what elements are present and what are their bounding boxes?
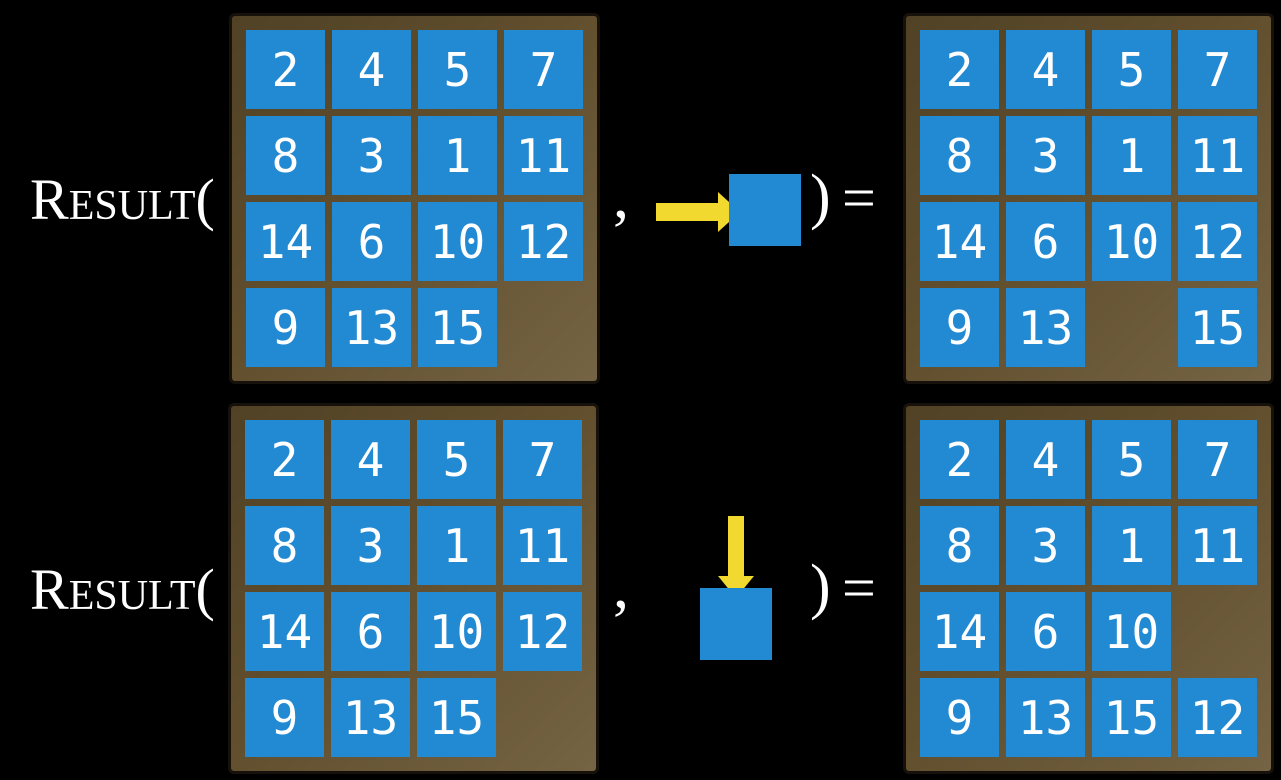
puzzle-tile-12: 12 <box>1178 678 1257 757</box>
puzzle-tile-5: 5 <box>417 420 496 499</box>
puzzle-tile-9: 9 <box>245 678 324 757</box>
comma-separator: , <box>613 550 629 621</box>
puzzle-tile-5: 5 <box>1092 30 1171 109</box>
moved-tile-square <box>729 174 801 246</box>
puzzle-tile-11: 11 <box>1178 116 1257 195</box>
result-function-label: RESULT( <box>30 171 215 229</box>
result-label-smallcaps: ESULT <box>68 573 196 619</box>
puzzle-tile-12: 12 <box>504 202 583 281</box>
puzzle-tile-7: 7 <box>1178 30 1257 109</box>
puzzle-tile-4: 4 <box>1006 30 1085 109</box>
arrow-down-icon <box>718 516 754 603</box>
puzzle-tile-12: 12 <box>1178 202 1257 281</box>
puzzle-tile-6: 6 <box>331 592 410 671</box>
puzzle-tile-8: 8 <box>920 506 999 585</box>
open-paren: ( <box>195 557 215 622</box>
empty-cell <box>1092 288 1171 367</box>
puzzle-tile-10: 10 <box>418 202 497 281</box>
puzzle-tile-1: 1 <box>418 116 497 195</box>
open-paren: ( <box>195 167 215 232</box>
result-label-initial: R <box>30 167 69 232</box>
puzzle-tile-6: 6 <box>332 202 411 281</box>
puzzle-tile-11: 11 <box>504 116 583 195</box>
puzzle-tile-7: 7 <box>503 420 582 499</box>
puzzle-tile-4: 4 <box>332 30 411 109</box>
puzzle-tile-7: 7 <box>504 30 583 109</box>
puzzle-tile-1: 1 <box>1092 116 1171 195</box>
puzzle-tile-2: 2 <box>920 30 999 109</box>
puzzle-tile-2: 2 <box>920 420 999 499</box>
puzzle-tile-15: 15 <box>417 678 496 757</box>
result-label-initial: R <box>30 557 69 622</box>
empty-cell <box>503 678 582 757</box>
puzzle-tile-14: 14 <box>246 202 325 281</box>
puzzle-tile-7: 7 <box>1178 420 1257 499</box>
puzzle-tile-1: 1 <box>1092 506 1171 585</box>
puzzle-tile-2: 2 <box>246 30 325 109</box>
puzzle-tile-13: 13 <box>332 288 411 367</box>
puzzle-tile-13: 13 <box>331 678 410 757</box>
puzzle-tile-11: 11 <box>1178 506 1257 585</box>
puzzle-tile-3: 3 <box>331 506 410 585</box>
puzzle-tile-2: 2 <box>245 420 324 499</box>
puzzle-tile-6: 6 <box>1006 202 1085 281</box>
moved-tile-square <box>700 588 772 660</box>
puzzle-tile-13: 13 <box>1006 678 1085 757</box>
puzzle-tile-15: 15 <box>418 288 497 367</box>
puzzle-tile-1: 1 <box>417 506 496 585</box>
empty-cell <box>504 288 583 367</box>
puzzle-tile-10: 10 <box>417 592 496 671</box>
puzzle-tile-8: 8 <box>246 116 325 195</box>
puzzle-tile-9: 9 <box>920 288 999 367</box>
puzzle-tile-15: 15 <box>1178 288 1257 367</box>
puzzle-tile-12: 12 <box>503 592 582 671</box>
puzzle-tile-15: 15 <box>1092 678 1171 757</box>
puzzle-tile-4: 4 <box>1006 420 1085 499</box>
puzzle-tile-5: 5 <box>418 30 497 109</box>
puzzle-tile-10: 10 <box>1092 592 1171 671</box>
puzzle-tile-8: 8 <box>245 506 324 585</box>
puzzle-tile-9: 9 <box>920 678 999 757</box>
puzzle-tile-4: 4 <box>331 420 410 499</box>
puzzle-tile-8: 8 <box>920 116 999 195</box>
puzzle-tile-9: 9 <box>246 288 325 367</box>
empty-cell <box>1178 592 1257 671</box>
equals-sign: = <box>842 165 876 231</box>
result-label-smallcaps: ESULT <box>68 183 196 229</box>
puzzle-tile-3: 3 <box>1006 506 1085 585</box>
puzzle-tile-13: 13 <box>1006 288 1085 367</box>
puzzle-tile-6: 6 <box>1006 592 1085 671</box>
arrow-right-icon <box>656 192 740 237</box>
puzzle-tile-14: 14 <box>920 202 999 281</box>
puzzle-tile-14: 14 <box>245 592 324 671</box>
puzzle-tile-5: 5 <box>1092 420 1171 499</box>
puzzle-tile-3: 3 <box>332 116 411 195</box>
puzzle-tile-10: 10 <box>1092 202 1171 281</box>
close-paren: ) <box>810 163 831 231</box>
puzzle-tile-3: 3 <box>1006 116 1085 195</box>
close-paren: ) <box>810 553 831 621</box>
equals-sign: = <box>842 555 876 621</box>
result-function-label: RESULT( <box>30 561 215 619</box>
puzzle-tile-11: 11 <box>503 506 582 585</box>
puzzle-tile-14: 14 <box>920 592 999 671</box>
comma-separator: , <box>613 160 629 231</box>
